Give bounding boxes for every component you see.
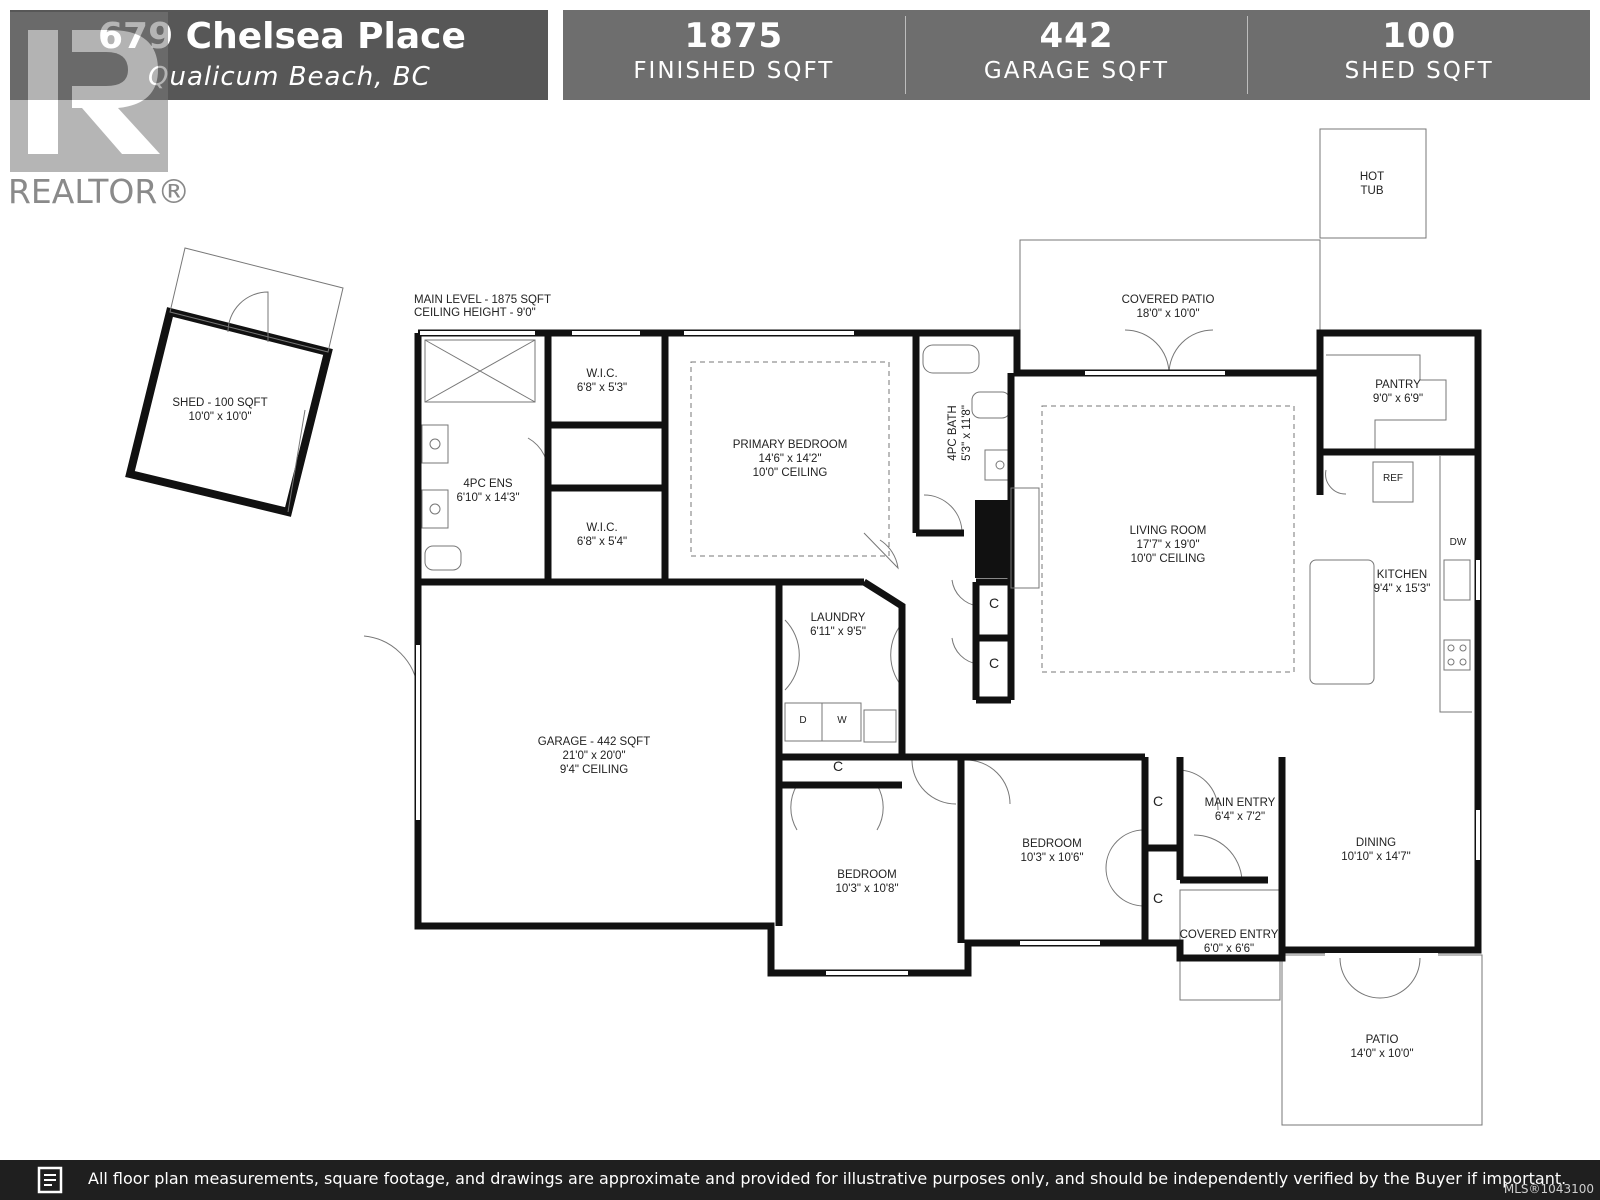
primary-bedroom-dims: 14'6" x 14'2" bbox=[758, 453, 821, 465]
covered-entry-outline bbox=[1179, 889, 1281, 1001]
dining-dims: 10'10" x 14'7" bbox=[1341, 851, 1410, 863]
hot-tub-label: TUB bbox=[1361, 185, 1384, 197]
stats-banner: 1875 FINISHED SQFT 442 GARAGE SQFT 100 S… bbox=[563, 10, 1590, 100]
garage-dims: 21'0" x 20'0" bbox=[562, 750, 625, 762]
stat-label: FINISHED SQFT bbox=[633, 58, 835, 84]
laundry-dims: 6'11" x 9'5" bbox=[810, 626, 866, 638]
hot-tub-outline bbox=[1319, 128, 1427, 239]
ensuite-dims: 6'10" x 14'3" bbox=[456, 492, 519, 504]
fridge-label: REF bbox=[1383, 473, 1403, 484]
fireplace bbox=[975, 500, 1011, 578]
closet-label: C bbox=[833, 758, 843, 774]
hot-tub-label: HOT bbox=[1360, 171, 1384, 183]
shed-deck bbox=[169, 247, 344, 353]
bedroom-2-dims: 10'3" x 10'6" bbox=[1020, 852, 1083, 864]
closet-label: C bbox=[989, 655, 999, 671]
closet-label: C bbox=[1153, 890, 1163, 906]
ensuite-label: 4PC ENS bbox=[463, 478, 513, 490]
primary-bedroom-ceiling: 10'0" CEILING bbox=[753, 467, 828, 479]
dining-label: DINING bbox=[1356, 837, 1396, 849]
main-entry-dims: 6'4" x 7'2" bbox=[1215, 811, 1265, 823]
covered-patio-label: COVERED PATIO bbox=[1122, 294, 1215, 306]
wic-top-dims: 6'8" x 5'3" bbox=[577, 382, 627, 394]
covered-patio-dims: 18'0" x 10'0" bbox=[1136, 308, 1199, 320]
footer-bar: All floor plan measurements, square foot… bbox=[0, 1160, 1600, 1200]
stat-shed-sqft: 100 SHED SQFT bbox=[1247, 16, 1590, 94]
pantry-dims: 9'0" x 6'9" bbox=[1373, 393, 1423, 405]
shed-label: SHED - 100 SQFT bbox=[172, 397, 267, 409]
wic-top-label: W.I.C. bbox=[586, 368, 617, 380]
patio-outline bbox=[1281, 954, 1483, 1126]
primary-bedroom-label: PRIMARY BEDROOM bbox=[733, 439, 848, 451]
patio-label: PATIO bbox=[1366, 1034, 1399, 1046]
wic-bottom-label: W.I.C. bbox=[586, 522, 617, 534]
mls-number: MLS®1043100 bbox=[1503, 1182, 1594, 1196]
dryer-label: D bbox=[799, 715, 806, 726]
covered-patio-outline bbox=[1019, 239, 1321, 373]
level-ceiling: CEILING HEIGHT - 9'0" bbox=[414, 307, 536, 319]
city-address: Qualicum Beach, BC bbox=[148, 62, 431, 92]
bedroom-2-label: BEDROOM bbox=[1022, 838, 1081, 850]
shed-dims: 10'0" x 10'0" bbox=[188, 411, 251, 423]
pantry-label: PANTRY bbox=[1375, 379, 1421, 391]
stat-value: 100 bbox=[1382, 16, 1457, 56]
stat-finished-sqft: 1875 FINISHED SQFT bbox=[563, 16, 905, 94]
main-entry-label: MAIN ENTRY bbox=[1205, 797, 1276, 809]
living-room-dims: 17'7" x 19'0" bbox=[1136, 539, 1199, 551]
stat-label: SHED SQFT bbox=[1344, 58, 1494, 84]
stat-value: 1875 bbox=[684, 16, 784, 56]
wic-bottom-dims: 6'8" x 5'4" bbox=[577, 536, 627, 548]
kitchen-dims: 9'4" x 15'3" bbox=[1374, 583, 1431, 595]
stat-label: GARAGE SQFT bbox=[983, 58, 1170, 84]
bedroom-1-label: BEDROOM bbox=[837, 869, 896, 881]
closet-label: C bbox=[1153, 793, 1163, 809]
laundry-label: LAUNDRY bbox=[811, 612, 866, 624]
garage-ceiling: 9'4" CEILING bbox=[560, 764, 628, 776]
stat-garage-sqft: 442 GARAGE SQFT bbox=[904, 16, 1248, 94]
document-icon bbox=[37, 1166, 63, 1194]
bath-label: 4PC BATH bbox=[947, 405, 959, 460]
living-room-ceiling: 10'0" CEILING bbox=[1131, 553, 1206, 565]
exterior-wall bbox=[414, 329, 1482, 977]
shed-outline bbox=[125, 307, 333, 517]
covered-entry-label: COVERED ENTRY bbox=[1180, 929, 1279, 941]
bedroom-1-dims: 10'3" x 10'8" bbox=[835, 883, 898, 895]
living-room-label: LIVING ROOM bbox=[1130, 525, 1207, 537]
stat-value: 442 bbox=[1039, 16, 1114, 56]
patio-dims: 14'0" x 10'0" bbox=[1350, 1048, 1413, 1060]
disclaimer-text: All floor plan measurements, square foot… bbox=[88, 1169, 1567, 1188]
covered-entry-dims: 6'0" x 6'6" bbox=[1204, 943, 1254, 955]
garage-label: GARAGE - 442 SQFT bbox=[538, 736, 650, 748]
bath-dims: 5'3" x 11'8" bbox=[961, 405, 973, 461]
realtor-logo-text: REALTOR® bbox=[8, 172, 191, 211]
level-title: MAIN LEVEL - 1875 SQFT bbox=[414, 294, 551, 306]
closet-label: C bbox=[989, 595, 999, 611]
kitchen-label: KITCHEN bbox=[1377, 569, 1427, 581]
realtor-r-icon bbox=[10, 12, 168, 172]
dishwasher-label: DW bbox=[1450, 537, 1467, 548]
washer-label: W bbox=[837, 715, 847, 726]
kitchen-island bbox=[1309, 559, 1375, 685]
